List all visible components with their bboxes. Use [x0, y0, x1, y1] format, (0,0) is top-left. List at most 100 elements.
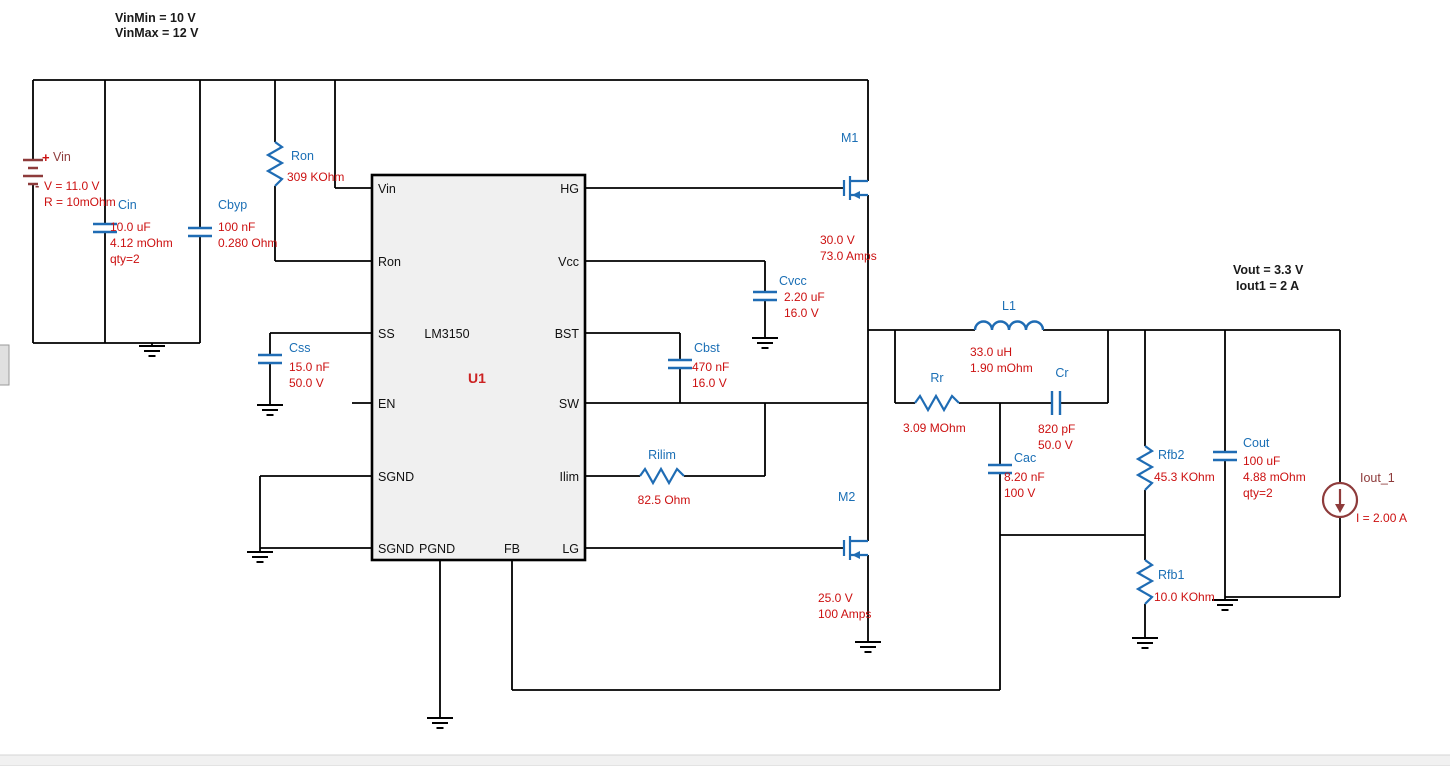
ground-symbol-input: [138, 345, 166, 357]
annotation-vinmax: VinMax = 12 V: [115, 26, 199, 40]
resistor-rfb1[interactable]: [1136, 558, 1154, 606]
capacitor-cvcc[interactable]: [751, 290, 779, 302]
ground-symbol-m2: [854, 641, 882, 653]
mosfet-m2[interactable]: [842, 534, 870, 562]
vin-value-voltage: V = 11.0 V: [44, 179, 99, 193]
vin-label: Vin: [53, 150, 71, 164]
resistor-rilim[interactable]: [638, 467, 686, 485]
pin-label-vin: Vin: [378, 182, 396, 196]
capacitor-cout[interactable]: [1211, 450, 1239, 462]
rilim-label: Rilim: [648, 448, 676, 462]
wire-input-section: [32, 79, 868, 346]
pin-label-fb: FB: [504, 542, 520, 556]
cbst-value-voltage: 16.0 V: [692, 376, 727, 390]
l1-value-inductance: 33.0 uH: [970, 345, 1012, 359]
cr-label: Cr: [1055, 366, 1068, 380]
cvcc-label: Cvcc: [779, 274, 807, 288]
component-labels: + Vin - Cin Cbyp Ron Css Cvcc Cbst Rilim…: [35, 131, 1395, 582]
ron-label: Ron: [291, 149, 314, 163]
wire-left-pins: [259, 332, 1145, 718]
cvcc-value-cap: 2.20 uF: [784, 290, 825, 304]
component-values: V = 11.0 V R = 10mOhm 10.0 uF 4.12 mOhm …: [44, 170, 1407, 621]
cvcc-value-voltage: 16.0 V: [784, 306, 819, 320]
rfb2-label: Rfb2: [1158, 448, 1184, 462]
cin-value-qty: qty=2: [110, 252, 140, 266]
pin-label-sw: SW: [559, 397, 579, 411]
cbst-value-cap: 470 nF: [692, 360, 729, 374]
m2-label: M2: [838, 490, 855, 504]
wires: [32, 79, 1341, 718]
iout1-label: Iout_1: [1360, 471, 1395, 485]
vertical-scrollbar-fragment[interactable]: [0, 344, 10, 386]
m1-value-voltage: 30.0 V: [820, 233, 855, 247]
pin-label-ron: Ron: [378, 255, 401, 269]
cac-label: Cac: [1014, 451, 1036, 465]
cout-label: Cout: [1243, 436, 1270, 450]
current-source-iout1[interactable]: [1321, 481, 1359, 519]
cr-value-cap: 820 pF: [1038, 422, 1075, 436]
rfb2-value: 45.3 KOhm: [1154, 470, 1215, 484]
voltage-source-vin[interactable]: [23, 158, 43, 186]
css-value-cap: 15.0 nF: [289, 360, 330, 374]
wire-right-pins: [585, 187, 868, 549]
capacitor-cbst[interactable]: [666, 358, 694, 370]
l1-value-dcr: 1.90 mOhm: [970, 361, 1033, 375]
components: [23, 140, 1359, 606]
rfb1-label: Rfb1: [1158, 568, 1184, 582]
inductor-l1[interactable]: [973, 320, 1045, 331]
pin-label-vcc: Vcc: [558, 255, 579, 269]
rfb1-value: 10.0 KOhm: [1154, 590, 1215, 604]
cac-value-voltage: 100 V: [1004, 486, 1035, 500]
capacitor-cbyp[interactable]: [186, 226, 214, 238]
pin-label-sgnd1: SGND: [378, 470, 414, 484]
vin-value-resistance: R = 10mOhm: [44, 195, 116, 209]
annotation-iout: Iout1 = 2 A: [1236, 279, 1299, 293]
horizontal-scrollbar[interactable]: [0, 754, 1450, 766]
pin-label-lg: LG: [562, 542, 579, 556]
ground-symbol-pgnd: [426, 717, 454, 729]
cout-value-cap: 100 uF: [1243, 454, 1280, 468]
ic-u1[interactable]: LM3150 U1 Vin Ron SS EN SGND SGND PGND F…: [370, 173, 587, 562]
capacitor-css[interactable]: [256, 353, 284, 365]
m2-value-current: 100 Amps: [818, 607, 871, 621]
annotations: VinMin = 10 V VinMax = 12 V Vout = 3.3 V…: [115, 11, 1304, 293]
cbyp-label: Cbyp: [218, 198, 247, 212]
current-arrowhead-icon: [1335, 504, 1345, 513]
cin-value-esr: 4.12 mOhm: [110, 236, 173, 250]
ground-symbol-cvcc: [751, 337, 779, 349]
pin-label-ilim: Ilim: [560, 470, 579, 484]
ic-body[interactable]: [370, 173, 587, 562]
cout-value-qty: qty=2: [1243, 486, 1273, 500]
ground-symbols: [138, 337, 1239, 729]
m2-value-voltage: 25.0 V: [818, 591, 853, 605]
ground-symbol-css: [256, 404, 284, 416]
wire-power-stage: [867, 80, 1340, 642]
rr-value: 3.09 MOhm: [903, 421, 966, 435]
capacitor-cr[interactable]: [1050, 389, 1062, 417]
resistor-rfb2[interactable]: [1136, 444, 1154, 492]
pin-label-en: EN: [378, 397, 395, 411]
cin-value-cap: 10.0 uF: [110, 220, 151, 234]
cbyp-value-esr: 0.280 Ohm: [218, 236, 277, 250]
ground-symbol-rfb1: [1131, 637, 1159, 649]
mosfet-m1[interactable]: [842, 174, 870, 202]
resistor-rr[interactable]: [913, 394, 961, 412]
cin-label: Cin: [118, 198, 137, 212]
cac-value-cap: 8.20 nF: [1004, 470, 1045, 484]
pin-label-sgnd2: SGND: [378, 542, 414, 556]
ground-symbol-cout: [1211, 599, 1239, 611]
m1-label: M1: [841, 131, 858, 145]
css-value-voltage: 50.0 V: [289, 376, 324, 390]
ground-symbol-sgnd: [246, 551, 274, 563]
cbyp-value-cap: 100 nF: [218, 220, 255, 234]
annotation-vinmin: VinMin = 10 V: [115, 11, 196, 25]
cr-value-voltage: 50.0 V: [1038, 438, 1073, 452]
ic-part-number: LM3150: [424, 327, 469, 341]
pin-label-pgnd: PGND: [419, 542, 455, 556]
wire-output-section: [1144, 330, 1341, 638]
css-label: Css: [289, 341, 311, 355]
resistor-ron[interactable]: [266, 140, 284, 188]
cbst-label: Cbst: [694, 341, 720, 355]
cout-value-esr: 4.88 mOhm: [1243, 470, 1306, 484]
